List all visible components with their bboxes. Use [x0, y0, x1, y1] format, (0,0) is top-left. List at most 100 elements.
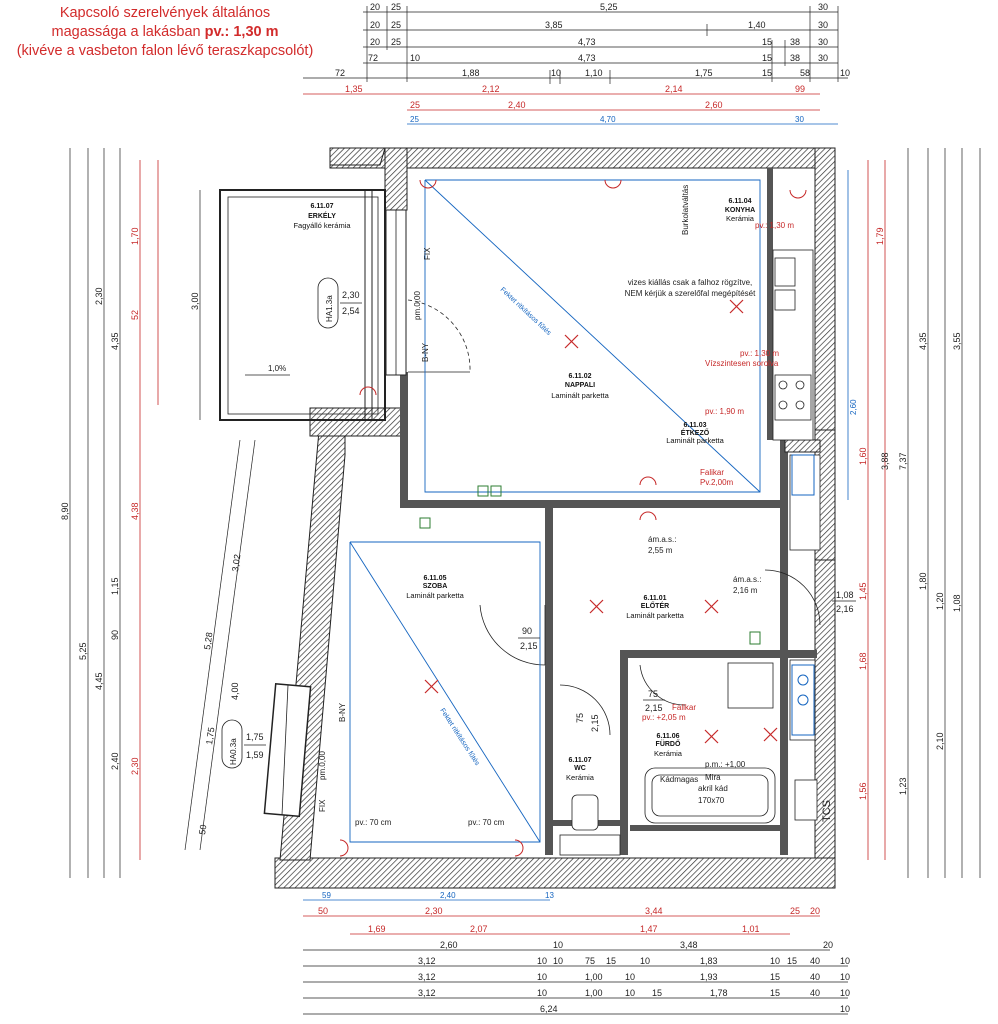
outlet-icon	[749, 631, 761, 645]
dim: 30	[818, 37, 828, 47]
dim: 2,30	[425, 906, 443, 916]
dim: 1,83	[700, 956, 718, 966]
dim: 10	[840, 68, 850, 78]
door-size: 75	[575, 713, 585, 723]
annotation: Falikar	[672, 703, 696, 712]
ceiling-lamps	[424, 299, 778, 744]
window-size: 1,59	[246, 750, 264, 760]
dim: 10	[770, 956, 780, 966]
annotation: Pv.2,00m	[700, 478, 734, 487]
dim: 3,55	[952, 332, 962, 350]
lamp-icon	[704, 599, 719, 614]
dim: 3,02	[230, 554, 242, 573]
kitchen-counter	[772, 249, 821, 551]
dim: 3,44	[645, 906, 663, 916]
dim: 3,12	[418, 988, 436, 998]
dim: 15	[770, 988, 780, 998]
door-size: 2,15	[645, 703, 663, 713]
room-name: ERKÉLY	[308, 211, 336, 220]
room-code: 6.11.07	[569, 757, 592, 764]
dim: 4,38	[130, 502, 140, 520]
dim: 1,35	[345, 84, 363, 94]
note-line-2: magassága a lakásban pv.: 1,30 m	[51, 24, 279, 40]
windows	[263, 209, 407, 818]
room-code: 6.11.01	[644, 595, 667, 602]
dim: 99	[795, 84, 805, 94]
dim: 1,00	[585, 988, 603, 998]
window-tag: HA0.3a	[229, 738, 238, 765]
dim: 72	[335, 68, 345, 78]
lamp-icon	[424, 679, 439, 694]
dim: 10	[625, 988, 635, 998]
dim: 10	[840, 972, 850, 982]
dim: 1,78	[710, 988, 728, 998]
dim: 2,40	[508, 100, 526, 110]
room-name: FÜRDŐ	[656, 739, 681, 748]
dim: 52	[130, 310, 140, 320]
left-dimensions	[69, 148, 256, 878]
dim: 10	[840, 956, 850, 966]
annotation: ám.a.s.:	[733, 575, 761, 584]
sockets	[339, 179, 807, 857]
room-name: SZOBA	[423, 583, 448, 590]
dim: 2,60	[705, 100, 723, 110]
dim: 1,40	[748, 20, 766, 30]
dim: 4,73	[578, 37, 596, 47]
annotation: 2,16 m	[733, 586, 758, 595]
dim: 10	[840, 1004, 850, 1014]
dim: 25	[391, 2, 401, 12]
annotation: Mira	[705, 773, 721, 782]
dim: 10	[537, 988, 547, 998]
dim: 2,60	[849, 399, 858, 415]
dim: 15	[652, 988, 662, 998]
dim: 1,60	[858, 447, 868, 465]
dim: 10	[537, 956, 547, 966]
annotation: pv.: 70 cm	[468, 818, 505, 827]
dim: 1,88	[462, 68, 480, 78]
door-tags: 90 2,15 75 2,15 75 2,15 1,08 2,16	[518, 590, 856, 732]
dim: 2,30	[130, 757, 140, 775]
room-floor: Laminált parketta	[626, 611, 684, 620]
room-eloter: 6.11.01 ELŐTÉR Laminált parketta	[626, 595, 684, 620]
dim: 2,30	[94, 287, 104, 305]
dim: 40	[810, 972, 820, 982]
lamp-icon	[763, 727, 778, 742]
window-size: 2,54	[342, 306, 360, 316]
top-dim-texts: 20 25 5,25 30 20 25 3,85 1,40 30 20 25 4…	[335, 2, 850, 78]
room-nappali: 6.11.02 NAPPALI Laminált parketta	[551, 373, 609, 400]
dim: 3,12	[418, 972, 436, 982]
room-code: 6.11.04	[729, 198, 752, 205]
left-dim-texts: 8,90 5,25 4,45 4,35 2,30 3,00 3,02 5,28 …	[60, 227, 242, 835]
dim: 8,90	[60, 502, 70, 520]
room-floor: Kerámia	[566, 773, 595, 782]
dim: 1,80	[918, 572, 928, 590]
annotation: B-NY	[338, 702, 347, 722]
dim: 2,07	[470, 924, 488, 934]
dim: 25	[391, 20, 401, 30]
room-floor: Laminált parketta	[551, 391, 609, 400]
balcony	[219, 189, 386, 421]
doors	[407, 299, 821, 736]
socket-icon	[639, 476, 657, 486]
dim: 4,73	[578, 53, 596, 63]
room-floor: Kerámia	[726, 214, 755, 223]
top-dimensions	[303, 11, 848, 79]
dim: 3,88	[880, 452, 890, 470]
dim: 25	[790, 906, 800, 916]
dim: 30	[795, 115, 804, 124]
socket-icon	[514, 839, 524, 857]
dim: 5,25	[600, 2, 618, 12]
lamp-icon	[704, 729, 719, 744]
note-line-1: Kapcsoló szerelvények általános	[59, 5, 271, 21]
outlet-icon	[419, 517, 431, 529]
blue-equipment	[791, 454, 815, 736]
window-size: 2,30	[342, 290, 360, 300]
dim: 1,08	[952, 594, 962, 612]
annotation: pv.: +2,05 m	[642, 713, 686, 722]
socket-icon	[639, 511, 657, 521]
socket-icon	[359, 386, 377, 396]
annotation: 1,0%	[268, 364, 286, 373]
window-tags: HA1.3a 2,30 2,54 HA0.3a 1,75 1,59	[221, 277, 362, 769]
dim: 20	[810, 906, 820, 916]
dim: 10	[553, 940, 563, 950]
